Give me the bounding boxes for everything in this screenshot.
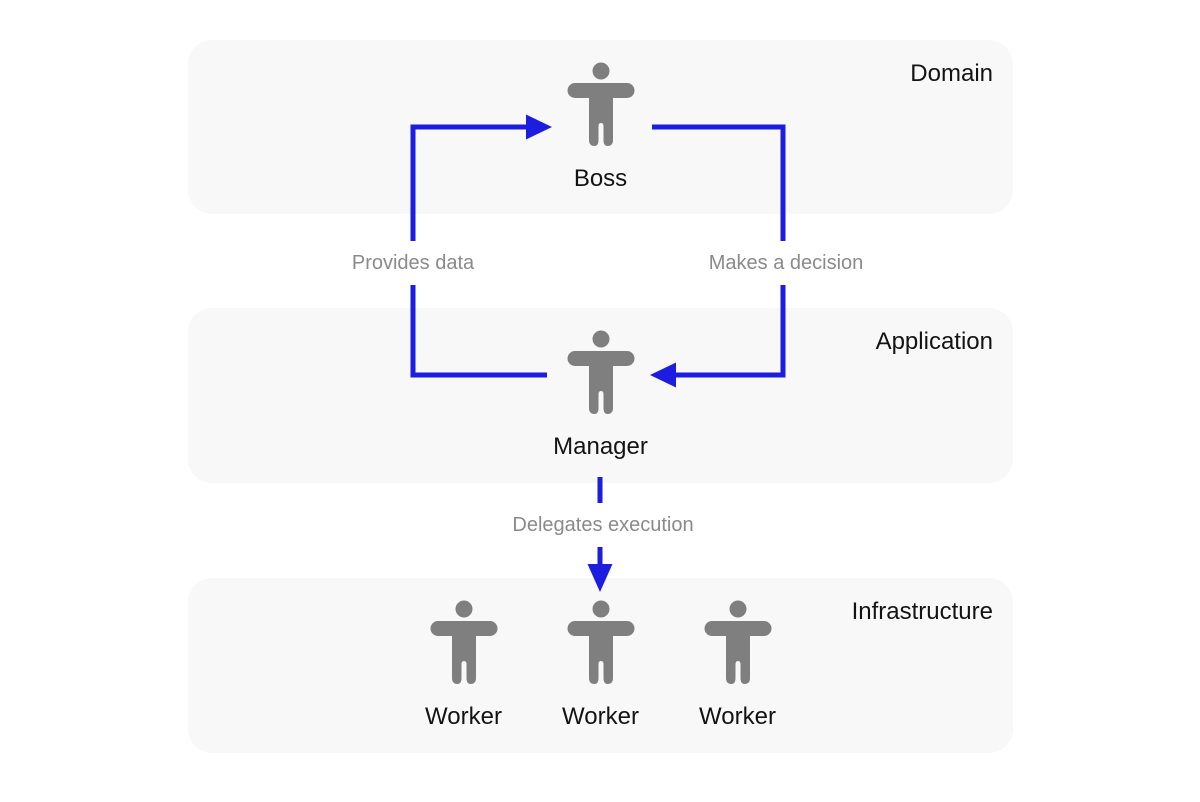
domain-entities: Boss [188, 62, 1013, 193]
manager-person-icon [567, 330, 634, 414]
layer-application: Application Manager [188, 308, 1013, 483]
arrow-label-delegates-execution: Delegates execution [500, 503, 706, 547]
worker-person-icon [430, 600, 497, 684]
entity-worker-3: Worker [698, 600, 778, 731]
entity-label-boss: Boss [573, 165, 628, 192]
entity-label-worker-2: Worker [562, 703, 639, 730]
application-entities: Manager [188, 330, 1013, 461]
entity-worker-2: Worker [561, 600, 641, 731]
layer-domain: Domain Boss [188, 40, 1013, 214]
entity-worker-1: Worker [424, 600, 504, 731]
layer-title-application: Application [875, 328, 993, 355]
entity-label-worker-1: Worker [425, 703, 502, 730]
arrow-label-provides-data: Provides data [339, 241, 487, 285]
worker-person-icon [704, 600, 771, 684]
layer-title-domain: Domain [910, 60, 993, 87]
arrow-label-makes-a-decision: Makes a decision [696, 241, 876, 285]
infrastructure-entities: Worker Worker Worker [188, 600, 1013, 731]
boss-person-icon [567, 62, 634, 146]
layer-title-infrastructure: Infrastructure [851, 598, 993, 625]
entity-label-worker-3: Worker [699, 703, 776, 730]
entity-manager: Manager [553, 330, 648, 461]
entity-boss: Boss [561, 62, 641, 193]
worker-person-icon [567, 600, 634, 684]
layer-infrastructure: Infrastructure Worker Worker Worker [188, 578, 1013, 753]
entity-label-manager: Manager [553, 433, 648, 460]
